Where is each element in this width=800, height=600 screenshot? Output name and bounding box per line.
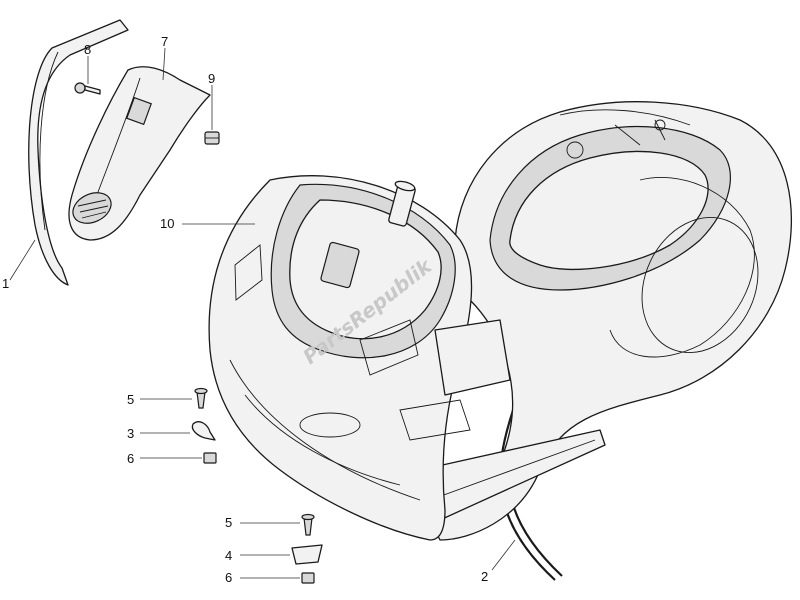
callout-10: 10 <box>160 216 174 231</box>
callout-6-upper: 6 <box>127 451 134 466</box>
part-horn-cover <box>68 66 211 241</box>
part-nut-6-upper <box>203 452 217 464</box>
callout-5-upper: 5 <box>127 392 134 407</box>
callout-3: 3 <box>127 426 134 441</box>
hardware-group-upper <box>191 387 217 464</box>
part-nut-6-lower <box>301 572 315 584</box>
leader-lines <box>9 47 516 579</box>
leader-7 <box>162 47 166 81</box>
hardware-group-lower <box>291 513 323 584</box>
part-inner-cavity <box>399 319 511 441</box>
callout-labels: 1 2 3 4 5 5 6 6 7 8 9 10 <box>2 34 488 585</box>
callout-7: 7 <box>161 34 168 49</box>
part-trim-strip <box>28 19 129 286</box>
leader-2 <box>491 539 516 571</box>
part-steering-column <box>388 180 416 227</box>
part-clip-9 <box>204 131 220 145</box>
part-screw-8 <box>74 82 101 95</box>
leader-1 <box>9 239 36 281</box>
callout-4: 4 <box>225 548 232 563</box>
callout-5-lower: 5 <box>225 515 232 530</box>
callout-6-lower: 6 <box>225 570 232 585</box>
part-screw-5-lower <box>303 517 313 536</box>
callout-8: 8 <box>84 42 91 57</box>
part-body-shell <box>429 101 793 541</box>
part-tab-4 <box>291 544 323 565</box>
callout-9: 9 <box>208 71 215 86</box>
callout-1: 1 <box>2 276 9 291</box>
part-clip-3 <box>191 421 216 441</box>
part-front-shield <box>208 175 473 541</box>
part-screw-5-upper <box>196 391 206 409</box>
callout-2: 2 <box>481 569 488 584</box>
